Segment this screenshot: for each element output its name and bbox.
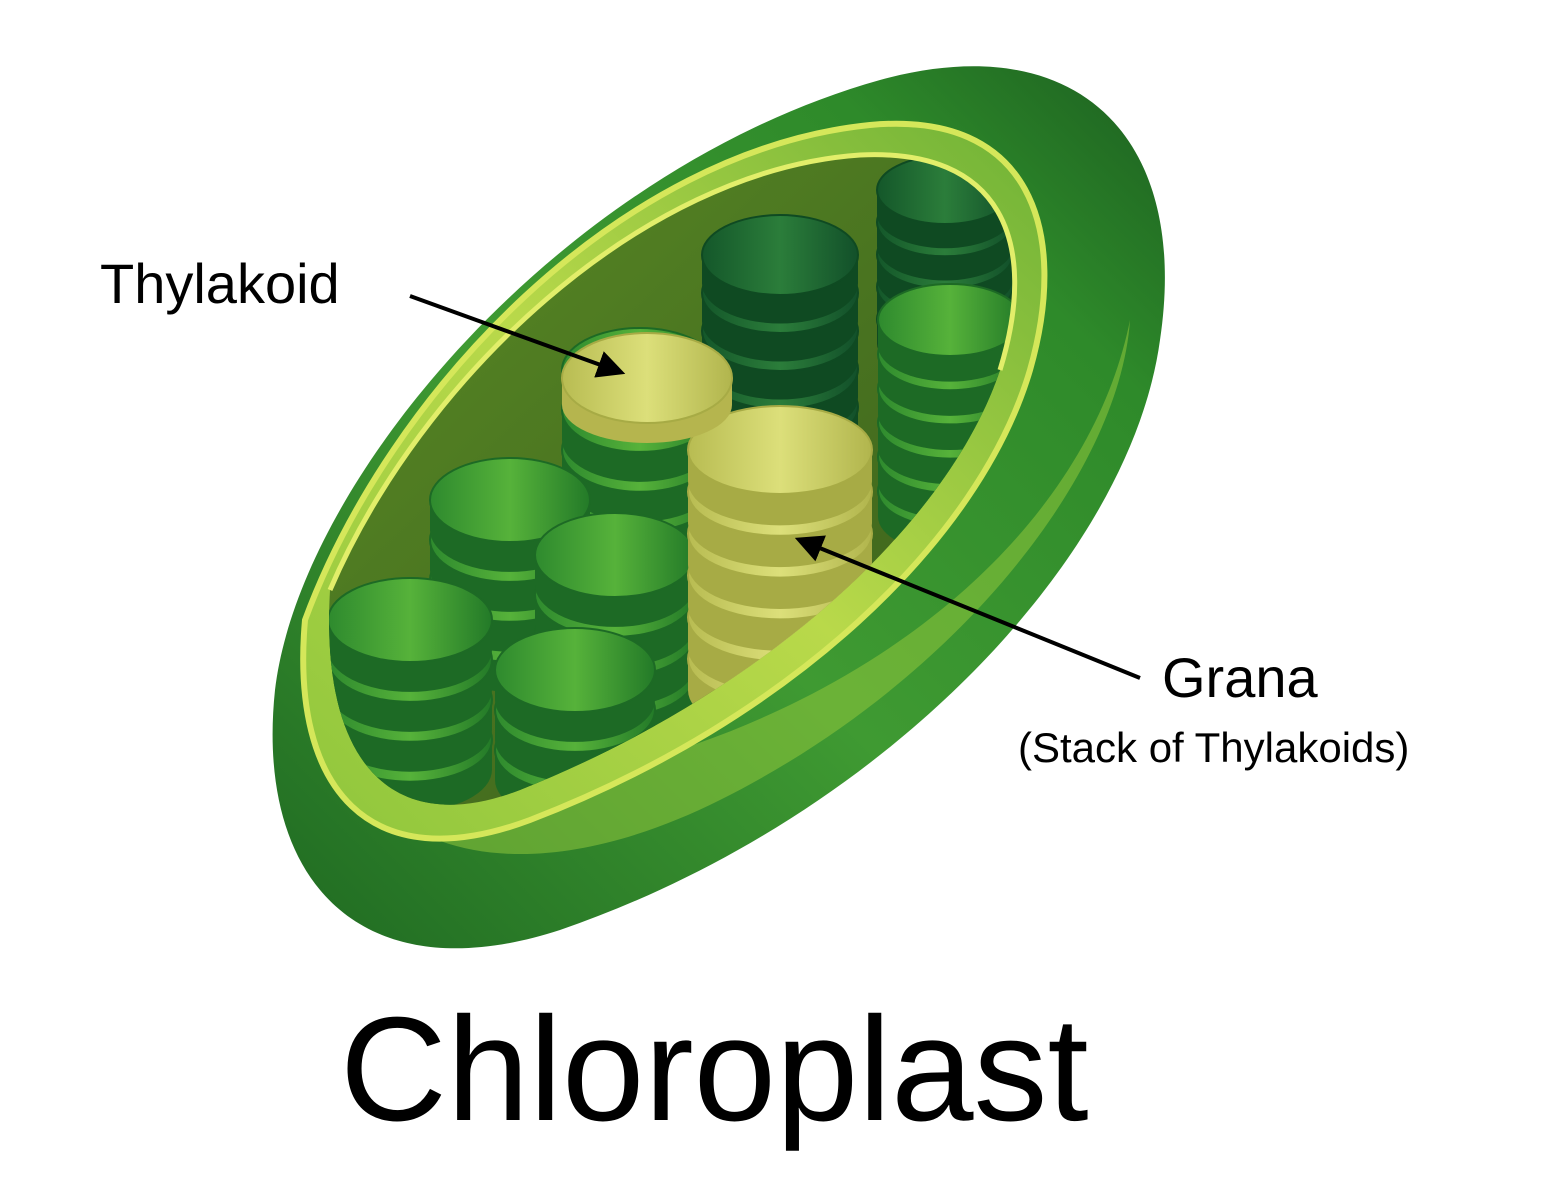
thylakoid-disc bbox=[534, 512, 696, 598]
thylakoid-disc bbox=[329, 577, 493, 663]
thylakoid-disc bbox=[701, 214, 859, 296]
granum-front-left bbox=[329, 577, 493, 805]
thylakoid-disc bbox=[687, 405, 873, 495]
cut-edge bbox=[327, 152, 1018, 591]
page-title: Chloroplast bbox=[340, 987, 1089, 1152]
thylakoid-arrow bbox=[409, 294, 626, 378]
grana-sublabel: (Stack of Thylakoids) bbox=[1018, 724, 1409, 771]
grana-arrow bbox=[794, 535, 1141, 680]
single-thylakoid bbox=[561, 332, 733, 443]
thylakoid-disc bbox=[429, 457, 591, 543]
thylakoid-disc bbox=[494, 627, 656, 713]
grana-label: Grana bbox=[1162, 646, 1318, 709]
thylakoid-disc bbox=[877, 283, 1015, 357]
thylakoid-label: Thylakoid bbox=[100, 252, 340, 315]
